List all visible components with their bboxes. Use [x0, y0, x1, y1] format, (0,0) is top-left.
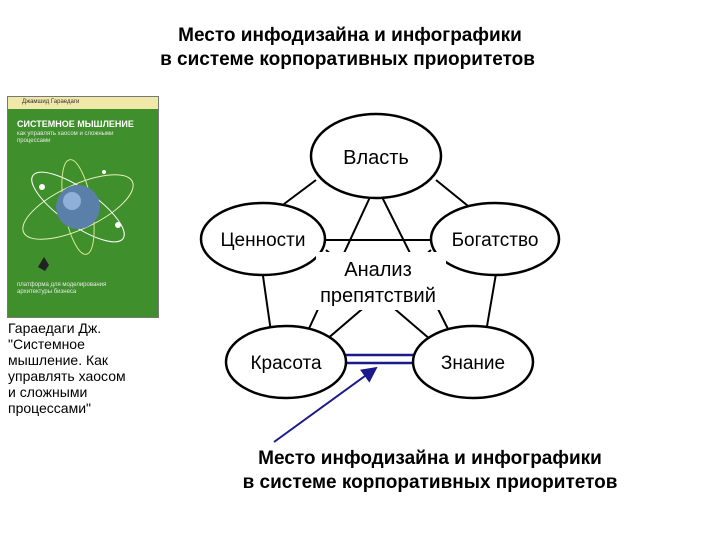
- edge-vlast-bogatstvo: [435, 179, 474, 211]
- book-caption: Гараедаги Дж. "Системное мышление. Как у…: [8, 320, 168, 416]
- book-cover-subtitle: как управлять хаосом и сложными процесса…: [17, 131, 114, 144]
- node-krasota-label: Красота: [250, 353, 322, 374]
- book-caption-line: Гараедаги Дж.: [8, 320, 102, 336]
- title-line-1: Место инфодизайна и инфографики: [178, 25, 522, 46]
- title-line-2: в системе корпоративных приоритетов: [160, 49, 535, 70]
- node-bogatstvo-label: Богатство: [452, 230, 539, 251]
- book-cover-art: [22, 159, 134, 271]
- bottom-title-line-1: Место инфодизайна и инфографики: [258, 448, 602, 469]
- node-znanie: Знание: [411, 324, 535, 400]
- pointer-arrow: [273, 366, 378, 443]
- book-cover-author: Джамшид Гараедаги: [22, 99, 80, 105]
- node-cennosti-label: Ценности: [221, 230, 306, 251]
- book-cover-image: Джамшид Гараедаги СИСТЕМНОЕ МЫШЛЕНИЕ как…: [7, 96, 159, 318]
- book-caption-line: процессами": [8, 400, 92, 416]
- priorities-diagram: Власть Ценности Богатство Красота Знание…: [199, 112, 561, 443]
- node-cennosti: Ценности: [199, 201, 327, 277]
- book-caption-line: мышление. Как: [8, 352, 109, 368]
- center-label-line-1: Анализ: [344, 259, 412, 281]
- book-caption-line: "Системное: [8, 336, 85, 352]
- book-cover-footer: платформа для моделирования архитектуры …: [17, 282, 107, 295]
- node-vlast: Власть: [309, 112, 443, 200]
- book-caption-line: и сложными: [8, 384, 88, 400]
- node-vlast-label: Власть: [343, 147, 409, 169]
- book-caption-line: управлять хаосом: [8, 368, 126, 384]
- center-label-line-2: препятствий: [320, 285, 436, 307]
- node-krasota: Красота: [224, 324, 348, 400]
- slide-title: Место инфодизайна и инфографики в систем…: [0, 24, 720, 72]
- node-bogatstvo: Богатство: [429, 201, 561, 277]
- node-znanie-label: Знание: [441, 353, 505, 374]
- book-cover-band: [8, 97, 158, 109]
- center-label-background: [316, 252, 446, 310]
- bottom-title: Место инфодизайна и инфографики в систем…: [170, 447, 690, 495]
- book-cover-title: СИСТЕМНОЕ МЫШЛЕНИЕ: [17, 119, 134, 129]
- bottom-title-line-2: в системе корпоративных приоритетов: [242, 472, 618, 493]
